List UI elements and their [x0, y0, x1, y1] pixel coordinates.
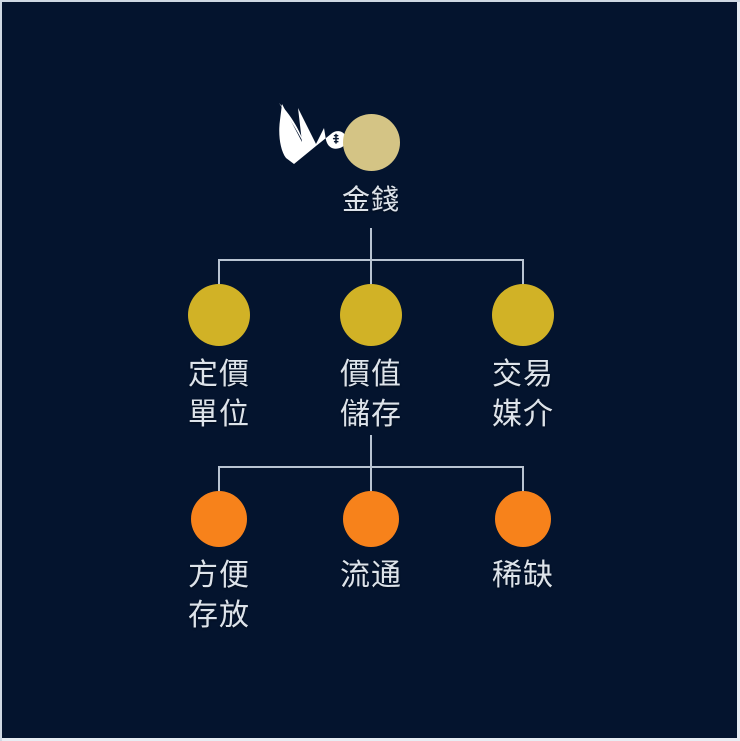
- connector-level3-drop-2: [370, 466, 372, 496]
- node-store-of-value-label: 價值 儲存: [340, 358, 402, 431]
- node-scarcity[interactable]: 稀缺: [433, 491, 613, 596]
- node-portability-circle: [191, 491, 247, 547]
- node-portability-label: 方便 存放: [188, 559, 250, 632]
- node-circulation[interactable]: 流通: [281, 491, 461, 596]
- connector-level3-drop-3: [522, 466, 524, 496]
- node-store-of-value-circle: [340, 284, 402, 346]
- node-unit-of-account-circle: [188, 284, 250, 346]
- node-money-circle: [342, 114, 400, 171]
- connector-level3-drop-1: [218, 466, 220, 496]
- node-portability[interactable]: 方便 存放: [129, 491, 309, 636]
- node-unit-of-account[interactable]: 定價 單位: [129, 284, 309, 435]
- node-medium-of-exchange[interactable]: 交易 媒介: [433, 284, 613, 435]
- node-money[interactable]: 金錢: [281, 114, 461, 218]
- frame-edge-bottom: [2, 738, 740, 741]
- connector-level2-drop-1: [218, 259, 220, 289]
- node-circulation-label: 流通: [340, 559, 402, 592]
- node-store-of-value[interactable]: 價值 儲存: [281, 284, 461, 435]
- connector-level2-drop-2: [370, 259, 372, 289]
- connector-level2-stem: [370, 435, 372, 467]
- connector-root-stem: [370, 228, 372, 260]
- node-medium-of-exchange-label: 交易 媒介: [492, 358, 554, 431]
- node-circulation-circle: [343, 491, 399, 547]
- node-unit-of-account-label: 定價 單位: [188, 358, 250, 431]
- frame-edge-right: [737, 2, 740, 741]
- node-medium-of-exchange-circle: [492, 284, 554, 346]
- node-money-label: 金錢: [341, 184, 400, 215]
- node-scarcity-circle: [495, 491, 551, 547]
- connector-level2-drop-3: [522, 259, 524, 289]
- node-scarcity-label: 稀缺: [492, 559, 554, 592]
